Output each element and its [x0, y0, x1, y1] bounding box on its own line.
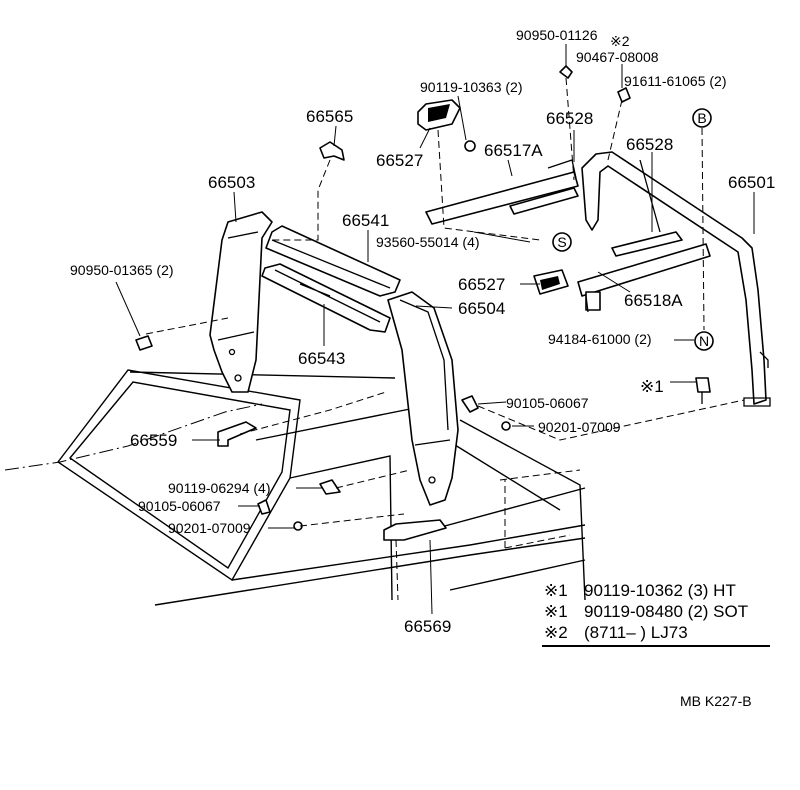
label-66503: 66503: [208, 173, 255, 192]
label-90201-07009-right: 90201-07009: [538, 419, 621, 435]
part-66541-crosspiece: [265, 225, 401, 297]
part-66501-rollbar: [577, 151, 771, 407]
callout-b: B: [692, 108, 712, 128]
part-66559-bracket: [217, 421, 257, 447]
note-2-text: 90119-08480 (2) SOT: [584, 602, 748, 621]
vehicle-body: [4, 369, 586, 606]
fasteners: [135, 65, 711, 531]
label-66528-b: 66528: [626, 135, 673, 154]
label-mark2-top: ※2: [610, 33, 630, 49]
label-66569: 66569: [404, 617, 451, 636]
note-3-mark: ※2: [544, 623, 568, 642]
notes-block: ※1 90119-10362 (3) HT ※1 90119-08480 (2)…: [542, 581, 770, 647]
label-90201-07009-left: 90201-07009: [168, 520, 251, 536]
label-66543: 66543: [298, 349, 345, 368]
label-66501: 66501: [728, 173, 775, 192]
note-1-mark: ※1: [544, 581, 568, 600]
label-90105-06067-left: 90105-06067: [138, 498, 221, 514]
label-66528-a: 66528: [546, 109, 593, 128]
part-labels: 90950-01126 ※2 90467-08008 91611-61065 (…: [70, 27, 775, 636]
part-66569-bracket: [383, 519, 447, 541]
figure-code: MB K227-B: [680, 693, 752, 709]
label-90950-01365: 90950-01365 (2): [70, 262, 174, 278]
label-93560-55014: 93560-55014 (4): [376, 234, 480, 250]
label-90119-06294: 90119-06294 (4): [168, 480, 270, 496]
part-66543-plate: [261, 263, 391, 333]
label-90950-01126: 90950-01126: [516, 27, 598, 43]
label-mark1-bolt: ※1: [640, 377, 664, 396]
part-66504-pillar: [387, 291, 459, 506]
part-66565-bracket: [319, 141, 345, 161]
note-1-text: 90119-10362 (3) HT: [584, 581, 736, 600]
label-90467-08008: 90467-08008: [576, 49, 659, 65]
label-90105-06067-right: 90105-06067: [506, 395, 589, 411]
label-66504: 66504: [458, 299, 505, 318]
part-66527-pad-top: [417, 99, 461, 131]
part-66503-pillar: [209, 211, 273, 393]
label-66565: 66565: [306, 107, 353, 126]
label-91611-61065: 91611-61065 (2): [624, 73, 726, 89]
leader-lines: [115, 44, 755, 615]
callout-n-text: N: [699, 333, 709, 349]
label-94184-61000: 94184-61000 (2): [548, 331, 652, 347]
label-66518A: 66518A: [624, 291, 683, 310]
label-66517A: 66517A: [484, 141, 543, 160]
part-66517A-bar: [425, 159, 579, 225]
alignment-lines: [145, 77, 745, 601]
label-90119-10363: 90119-10363 (2): [420, 79, 522, 95]
note-3-text: (8711– ) LJ73: [584, 623, 688, 642]
callout-s-text: S: [557, 234, 566, 250]
label-66527-top: 66527: [376, 151, 423, 170]
label-66527-bottom: 66527: [458, 275, 505, 294]
callout-n: N: [694, 331, 714, 351]
callout-b-text: B: [697, 110, 706, 126]
callout-s: S: [552, 232, 572, 252]
label-66559: 66559: [130, 431, 177, 450]
label-66541: 66541: [342, 211, 389, 230]
note-2-mark: ※1: [544, 602, 568, 621]
part-66527-pad-bottom: [533, 269, 569, 295]
